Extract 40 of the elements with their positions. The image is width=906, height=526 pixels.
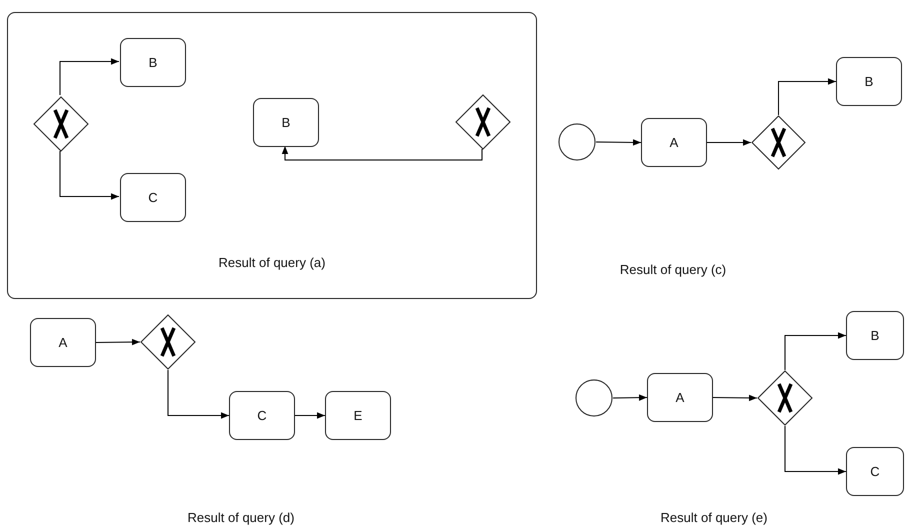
task-box (641, 118, 707, 167)
sequence-flow-arrow (596, 139, 642, 146)
task-box (120, 173, 186, 222)
sequence-flow-arrow (60, 58, 120, 96)
task-label: C (257, 408, 267, 423)
task-box (325, 391, 391, 440)
task-label: B (148, 55, 158, 70)
sequence-flow-arrow (612, 394, 648, 401)
sequence-flow-arrow (784, 426, 846, 475)
task-label: C (870, 464, 880, 479)
task-box (253, 98, 319, 147)
sequence-flow-arrow (778, 78, 836, 116)
task-box (846, 447, 904, 496)
task-label: B (864, 74, 874, 89)
task-box (647, 373, 713, 422)
task-label: A (676, 390, 684, 405)
task-box (846, 311, 904, 360)
query-caption: Result of query (d) (188, 510, 294, 525)
query-caption: Result of query (c) (620, 262, 726, 277)
task-label: A (670, 135, 678, 150)
sequence-flow-arrow (784, 332, 846, 370)
panel-caption: Result of query (a) (218, 255, 326, 270)
task-box (836, 57, 902, 106)
sequence-flow-arrow (282, 146, 482, 160)
task-box (120, 38, 186, 87)
task-box (30, 318, 96, 367)
task-label: B (282, 115, 290, 130)
sequence-flow-arrow (96, 338, 140, 346)
task-box (229, 391, 295, 440)
result-panel (7, 12, 537, 299)
sequence-flow-arrow (168, 370, 230, 419)
sequence-flow-arrow (294, 412, 326, 419)
task-label: A (58, 335, 68, 350)
sequence-flow-arrow (712, 394, 758, 402)
sequence-flow-arrow (706, 139, 752, 146)
task-label: C (148, 190, 158, 205)
sequence-flow-arrow (60, 150, 120, 200)
task-label: B (870, 328, 880, 343)
task-label: E (354, 408, 362, 423)
query-caption: Result of query (e) (660, 510, 768, 525)
